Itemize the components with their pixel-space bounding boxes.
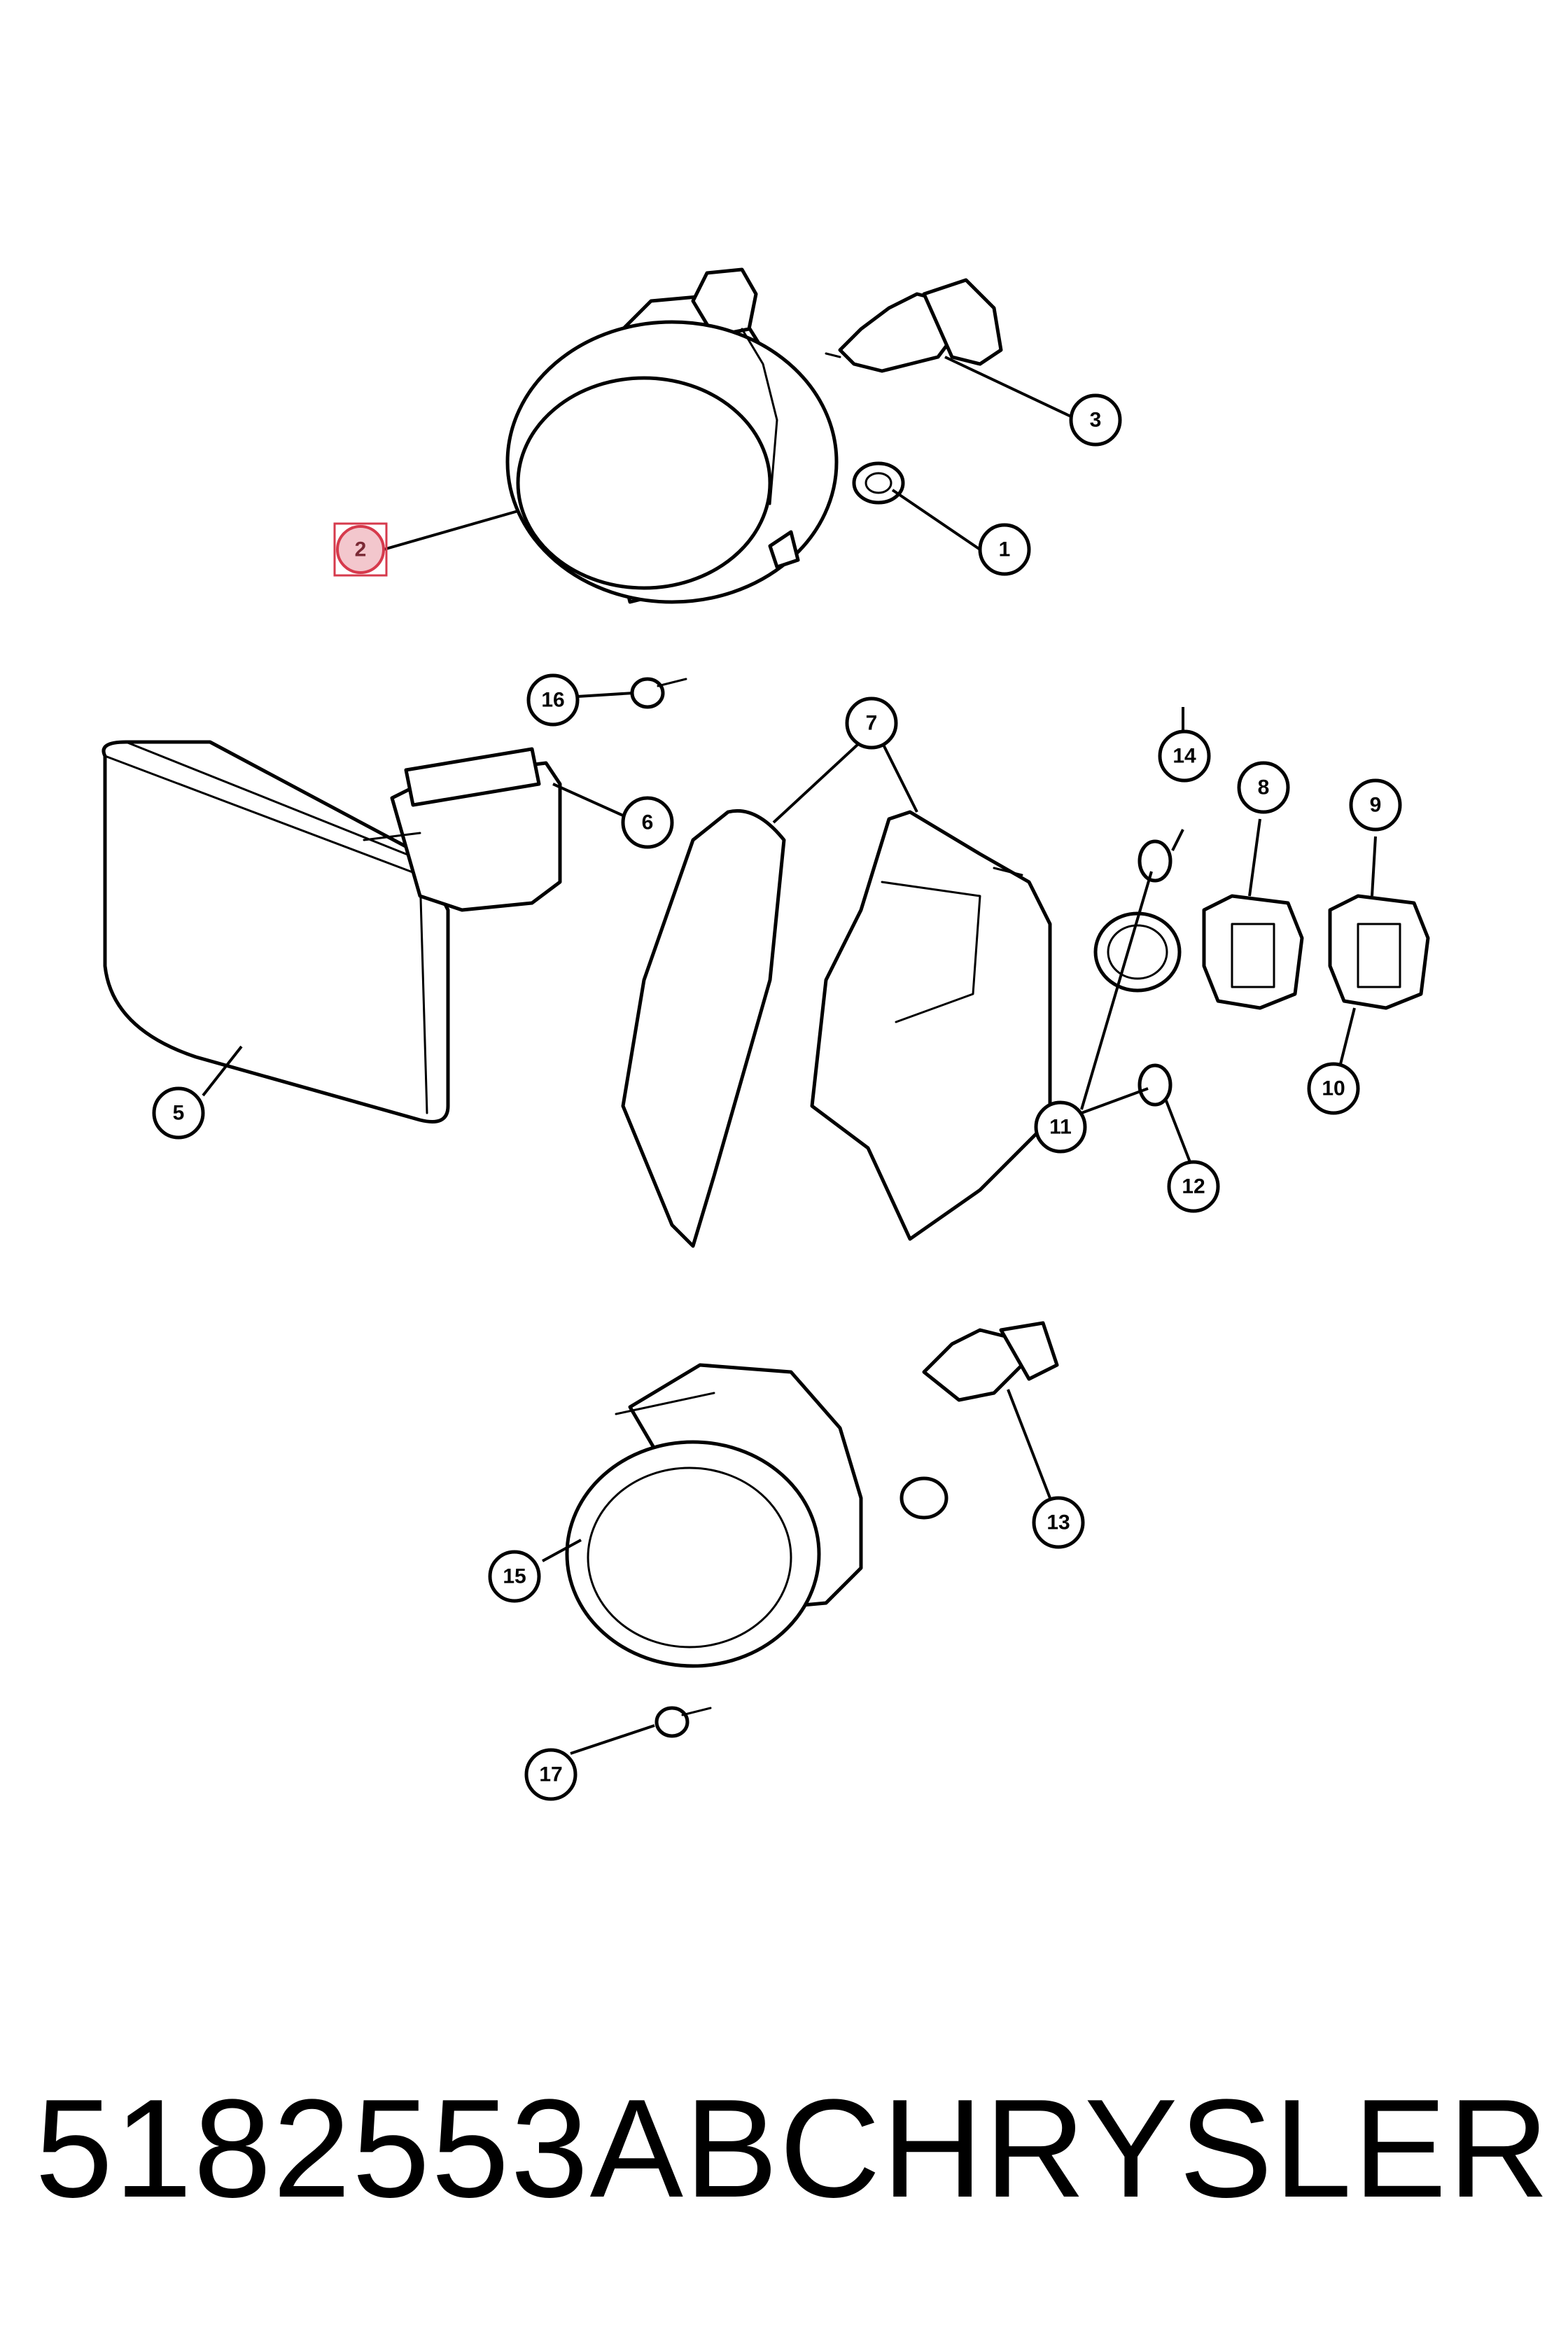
fog-lamp[interactable] [565, 1363, 863, 1668]
callout-12-label: 14 [1172, 745, 1196, 768]
small-bulb-lower[interactable] [1138, 1063, 1172, 1107]
callout-16-label: 13 [1046, 1511, 1070, 1534]
marker-lamp-socket[interactable] [363, 747, 562, 912]
part-number: 5182553AB [35, 2071, 780, 2227]
brand-name: CHRYSLER [779, 2071, 1550, 2227]
callout-10-label: 10 [1322, 1077, 1345, 1100]
callout-3-label: 3 [1090, 409, 1102, 432]
small-bulb-upper[interactable] [1138, 839, 1172, 883]
fog-bulb[interactable] [922, 1321, 1059, 1402]
callout-1[interactable]: 1 [978, 523, 1031, 576]
callout-6-label: 6 [642, 811, 654, 834]
socket-8[interactable] [1202, 894, 1304, 1010]
callout-2-label: 2 [355, 538, 367, 561]
callout-15-label: 15 [503, 1565, 526, 1588]
callout-13-label: 12 [1182, 1175, 1205, 1198]
callout-13[interactable]: 12 [1167, 1160, 1220, 1213]
callout-9-label: 9 [1370, 794, 1382, 817]
socket-9[interactable] [1328, 894, 1430, 1010]
callout-14[interactable]: 16 [526, 673, 580, 727]
callout-8[interactable]: 8 [1237, 761, 1290, 814]
tail-lamp-lens[interactable] [621, 808, 786, 1248]
callout-11[interactable]: 11 [1034, 1100, 1087, 1154]
headlamp-assembly[interactable] [505, 267, 839, 604]
callout-9[interactable]: 9 [1349, 778, 1402, 832]
callout-7-label: 7 [866, 712, 878, 735]
screw-17[interactable] [654, 1706, 712, 1738]
part-footer: 5182553AB CHRYSLER [35, 2071, 1549, 2227]
callout-11-label: 11 [1049, 1116, 1072, 1139]
callout-17[interactable]: 17 [524, 1748, 578, 1801]
callout-15[interactable]: 15 [488, 1550, 541, 1603]
callout-1-label: 1 [999, 538, 1011, 561]
callout-7[interactable]: 7 [845, 696, 898, 750]
callout-2-selected[interactable]: 2 [333, 522, 388, 577]
callout-3[interactable]: 3 [1069, 393, 1122, 447]
callout-5-label: 5 [173, 1102, 185, 1125]
tail-lamp-housing[interactable] [810, 810, 1052, 1241]
callout-5[interactable]: 5 [152, 1086, 205, 1140]
screw-14[interactable] [630, 677, 687, 709]
side-marker-lamp[interactable] [102, 740, 450, 1124]
callout-12[interactable]: 14 [1158, 729, 1211, 783]
bulb[interactable] [825, 278, 1003, 373]
callout-16[interactable]: 13 [1032, 1496, 1085, 1549]
callout-17-label: 17 [539, 1763, 562, 1786]
retainer-nut[interactable] [852, 461, 905, 505]
bulb-seal[interactable] [1093, 911, 1182, 993]
callout-8-label: 8 [1258, 776, 1270, 799]
callout-10[interactable]: 10 [1307, 1062, 1360, 1115]
callout-6[interactable]: 6 [621, 796, 674, 849]
fog-nut[interactable] [899, 1476, 948, 1520]
callout-14-label: 16 [541, 689, 564, 712]
